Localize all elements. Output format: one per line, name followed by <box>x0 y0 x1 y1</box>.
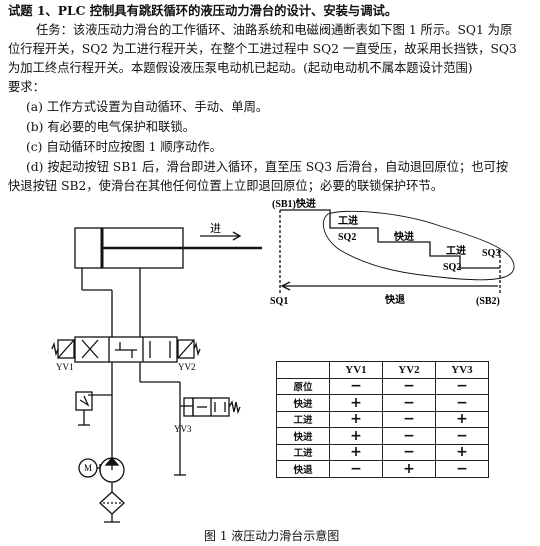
hydraulic-schematic: 进 YV1 YV2 YV3 M <box>51 222 262 523</box>
cycle-sb1-fast: (SB1)快进 <box>272 197 316 210</box>
table-header-cell <box>276 361 330 379</box>
solenoid-table: YV1 YV2 YV3 原位 − − − 快进 + − − 工进 + − + 快… <box>276 361 489 478</box>
advance-label: 进 <box>210 222 221 235</box>
table-row: 工进 + − + <box>276 410 489 428</box>
table-row: 快进 + − − <box>276 427 489 445</box>
cycle-work-2: 工进 <box>446 244 466 257</box>
table-cell: + <box>435 443 489 461</box>
table-row: 快进 + − − <box>276 394 489 412</box>
table-cell: + <box>329 394 383 412</box>
figure-caption: 图 1 液压动力滑台示意图 <box>204 529 340 543</box>
table-cell: − <box>329 377 383 395</box>
table-cell: − <box>382 443 436 461</box>
table-cell: − <box>435 377 489 395</box>
work-cycle-diagram: (SB1)快进 工进 SQ2 快进 工进 SQ3 SQ2 SQ1 快退 (SB2… <box>270 197 515 307</box>
task-line-2: 位行程开关，SQ2 为工进行程开关，在整个工进过程中 SQ2 一直受压，故采用长… <box>8 42 517 56</box>
table-header-cell: YV1 <box>329 361 383 379</box>
cycle-work-1: 工进 <box>338 214 358 227</box>
cycle-sq2-b: SQ2 <box>443 262 461 273</box>
table-cell: − <box>382 410 436 428</box>
cycle-fast-back: 快退 <box>384 293 405 306</box>
cycle-sq3: SQ3 <box>482 248 500 259</box>
table-cell: − <box>435 394 489 412</box>
table-header-row: YV1 YV2 YV3 <box>276 361 489 379</box>
requirement-a: (a) 工作方式设置为自动循环、手动、单周。 <box>26 100 269 114</box>
table-row: 原位 − − − <box>276 377 489 395</box>
table-cell: − <box>382 377 436 395</box>
task-line-1: 任务：该液压动力滑台的工作循环、油路系统和电磁阀通断表如下图 1 所示。SQ1 … <box>36 23 513 37</box>
table-cell: − <box>435 460 489 478</box>
table-cell: + <box>329 427 383 445</box>
table-cell: + <box>329 443 383 461</box>
table-cell: + <box>382 460 436 478</box>
requirement-b: (b) 有必要的电气保护和联锁。 <box>26 120 195 134</box>
motor-label: M <box>84 463 92 473</box>
row-label: 原位 <box>276 377 330 395</box>
requirement-d-line-2: 快退按钮 SB2，使滑台在其他任何位置上立即退回原位；必要的联锁保护环节。 <box>8 179 443 193</box>
table-cell: − <box>329 460 383 478</box>
row-label: 快退 <box>276 460 330 478</box>
row-label: 工进 <box>276 443 330 461</box>
task-line-3: 为加工终点行程开关。本题假设液压泵电动机已起动。(起动电动机不属本题设计范围) <box>8 61 473 75</box>
cycle-sq1: SQ1 <box>270 296 288 307</box>
cycle-sq2-a: SQ2 <box>338 232 356 243</box>
table-row: 快退 − + − <box>276 460 489 478</box>
requirement-c: (c) 自动循环时应按图 1 顺序动作。 <box>26 140 222 154</box>
table-header-cell: YV2 <box>382 361 436 379</box>
cycle-fast-2: 快进 <box>393 230 414 243</box>
yv2-label: YV2 <box>178 362 196 372</box>
table-cell: + <box>329 410 383 428</box>
row-label: 快进 <box>276 394 330 412</box>
table-cell: + <box>435 410 489 428</box>
requirement-d-line-1: (d) 按起动按钮 SB1 后，滑台即进入循环，直至压 SQ3 后滑台，自动退回… <box>26 160 509 174</box>
cycle-sb2: (SB2) <box>476 296 500 307</box>
table-header-cell: YV3 <box>435 361 489 379</box>
row-label: 工进 <box>276 410 330 428</box>
yv3-label: YV3 <box>174 424 192 434</box>
table-cell: − <box>382 394 436 412</box>
table-cell: − <box>382 427 436 445</box>
yv1-label: YV1 <box>56 362 74 372</box>
table-row: 工进 + − + <box>276 443 489 461</box>
row-label: 快进 <box>276 427 330 445</box>
problem-title: 试题 1、PLC 控制具有跳跃循环的液压动力滑台的设计、安装与调试。 <box>8 3 398 18</box>
table-cell: − <box>435 427 489 445</box>
requirements-heading: 要求： <box>8 80 45 94</box>
